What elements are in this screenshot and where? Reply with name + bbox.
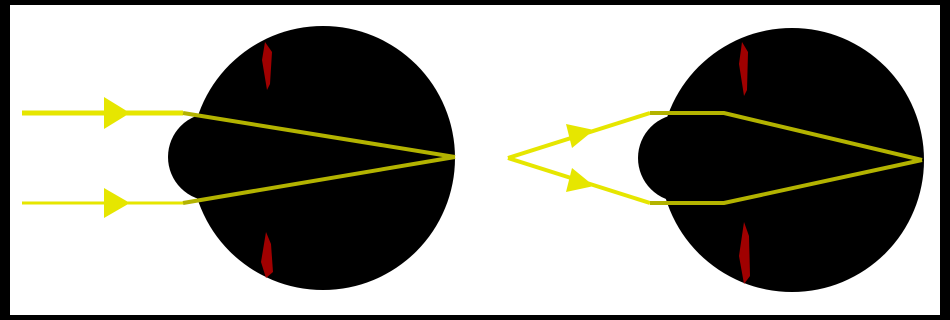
right-eyeball: [660, 28, 924, 292]
left-eyeball: [191, 26, 455, 290]
